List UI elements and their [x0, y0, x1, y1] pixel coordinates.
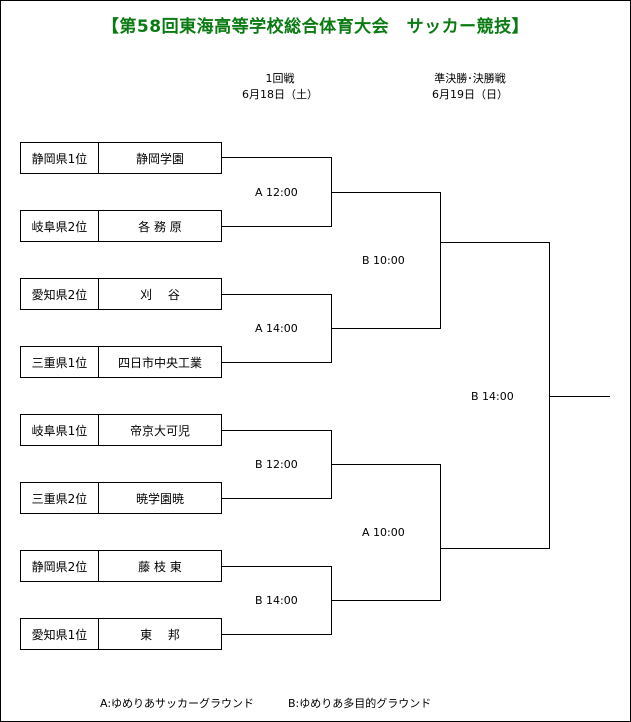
- team-entry-2: 岐阜県2位 各 務 原: [20, 210, 222, 242]
- team-school-name: 各 務 原: [138, 219, 182, 234]
- team-prefecture-rank: 岐阜県1位: [21, 415, 99, 445]
- team-entry-3: 愛知県2位 刈 谷: [20, 278, 222, 310]
- venue-legend-b: B:ゆめりあ多目的グラウンド: [288, 697, 432, 710]
- bracket-line: [440, 464, 441, 601]
- bracket-line: [331, 464, 441, 465]
- team-prefecture-rank: 三重県1位: [21, 347, 99, 377]
- bracket-line: [222, 226, 332, 227]
- bracket-line: [222, 498, 332, 499]
- round1-header: 1回戦 6月18日（土）: [230, 71, 330, 103]
- bracket-line: [222, 634, 332, 635]
- team-school-name: 静岡学園: [135, 151, 184, 166]
- team-entry-8: 愛知県1位 東 邦: [20, 618, 222, 650]
- team-prefecture-rank: 静岡県2位: [21, 551, 99, 581]
- team-entry-6: 三重県2位 暁学園暁: [20, 482, 222, 514]
- final-round-name: 準決勝･決勝戦: [434, 72, 506, 85]
- match-label: A 12:00: [255, 186, 298, 199]
- page-title: 【第58回東海高等学校総合体育大会 サッカー競技】: [101, 17, 530, 37]
- team-school-name: 藤 枝 東: [138, 559, 182, 574]
- match-label: B 12:00: [255, 458, 298, 471]
- team-prefecture-rank: 愛知県2位: [21, 279, 99, 309]
- bracket-line: [549, 396, 610, 397]
- bracket-line: [222, 362, 332, 363]
- venue-legend-a: A:ゆめりあサッカーグラウンド: [100, 697, 255, 710]
- final-header: 準決勝･決勝戦 6月19日（日）: [410, 71, 530, 103]
- bracket-line: [549, 242, 550, 549]
- team-school-name: 暁学園暁: [135, 491, 184, 506]
- team-school-name: 帝京大可児: [129, 423, 190, 438]
- round1-date: 6月18日（土）: [242, 88, 318, 101]
- team-entry-4: 三重県1位 四日市中央工業: [20, 346, 222, 378]
- team-entry-7: 静岡県2位 藤 枝 東: [20, 550, 222, 582]
- bracket-line: [331, 600, 441, 601]
- bracket-line: [222, 566, 332, 567]
- match-label: B 14:00: [255, 594, 298, 607]
- match-label: B 10:00: [362, 254, 405, 267]
- round1-name: 1回戦: [265, 72, 295, 85]
- team-prefecture-rank: 静岡県1位: [21, 143, 99, 173]
- bracket-line: [440, 242, 550, 243]
- team-school-name: 四日市中央工業: [117, 355, 202, 370]
- team-prefecture-rank: 三重県2位: [21, 483, 99, 513]
- team-entry-5: 岐阜県1位 帝京大可児: [20, 414, 222, 446]
- bracket-line: [440, 192, 441, 329]
- team-prefecture-rank: 愛知県1位: [21, 619, 99, 649]
- team-prefecture-rank: 岐阜県2位: [21, 211, 99, 241]
- bracket-line: [222, 430, 332, 431]
- final-round-date: 6月19日（日）: [432, 88, 508, 101]
- bracket-line: [440, 548, 550, 549]
- team-entry-1: 静岡県1位 静岡学園: [20, 142, 222, 174]
- bracket-line: [222, 294, 332, 295]
- team-school-name: 刈 谷: [140, 287, 180, 302]
- match-label: A 10:00: [362, 526, 405, 539]
- match-label: B 14:00: [471, 390, 514, 403]
- bracket-line: [331, 328, 441, 329]
- match-label: A 14:00: [255, 322, 298, 335]
- bracket-line: [222, 157, 332, 158]
- bracket-line: [331, 192, 441, 193]
- team-school-name: 東 邦: [140, 627, 180, 642]
